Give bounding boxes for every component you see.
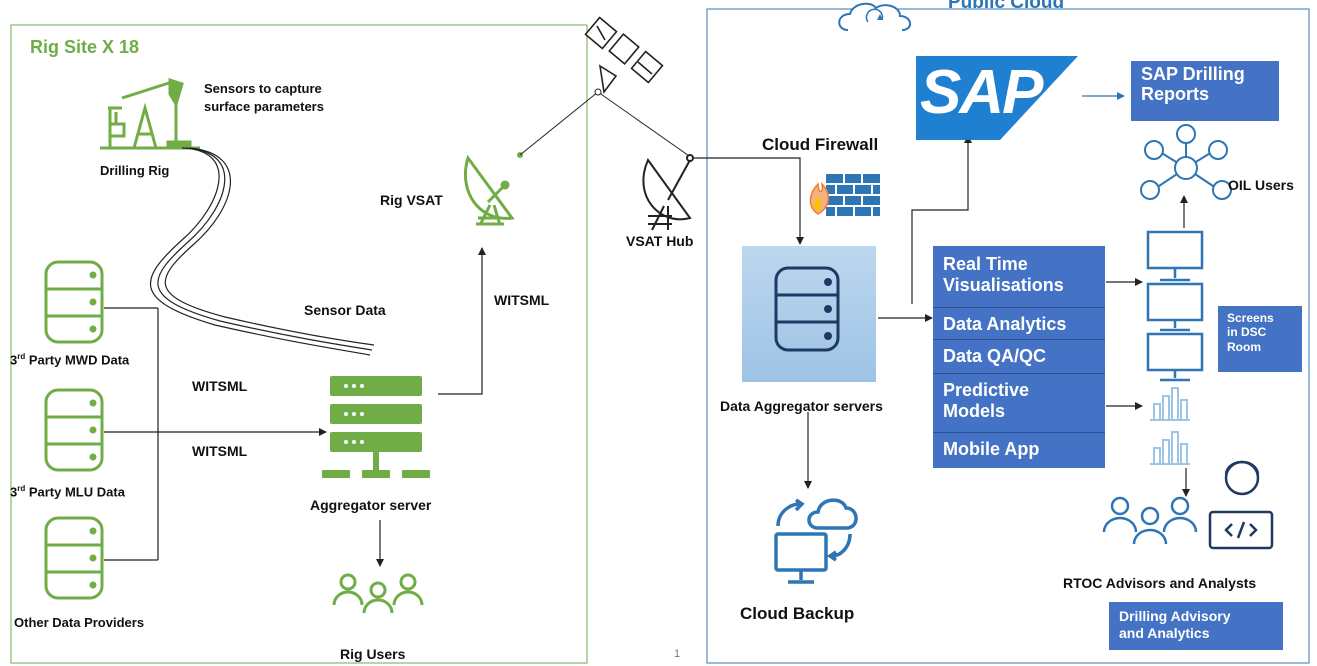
- developer-icon: [1208, 460, 1274, 550]
- rig-users-label: Rig Users: [340, 646, 406, 662]
- data-aggregator-label: Data Aggregator servers: [720, 398, 883, 414]
- mwd-data-label: 3rd Party MWD Data: [10, 352, 130, 368]
- services-menu: Real Time Visualisations Data Analytics …: [933, 246, 1105, 468]
- service-data-qa-qc: Data QA/QC: [933, 339, 1105, 373]
- advisory-line1: Drilling Advisory: [1119, 608, 1231, 624]
- monitor-icon: [1146, 332, 1204, 382]
- users-group-icon: [1102, 496, 1198, 545]
- screens-line1: Screens: [1227, 311, 1274, 325]
- service-data-analytics: Data Analytics: [933, 307, 1105, 339]
- rtoc-label: RTOC Advisors and Analysts: [1063, 575, 1257, 591]
- sap-drilling-reports-box: SAP Drilling Reports: [1131, 61, 1279, 121]
- firewall-icon: [809, 174, 880, 216]
- aggregator-server-label: Aggregator server: [310, 497, 432, 513]
- screens-dsc-room-box: Screens in DSC Room: [1218, 306, 1302, 372]
- network-users-icon: [1140, 124, 1232, 200]
- satellite-dish-icon: [463, 154, 515, 226]
- rig-site-frame: [10, 24, 588, 664]
- advisory-line2: and Analytics: [1119, 624, 1210, 641]
- witsml-label-1: WITSML: [192, 378, 248, 394]
- cloud-firewall-label: Cloud Firewall: [762, 135, 879, 154]
- other-providers-label: Other Data Providers: [14, 615, 145, 630]
- database-icon: [44, 516, 104, 600]
- sensors-note-line1: Sensors to capture: [204, 81, 322, 96]
- monitor-icon: [1146, 282, 1204, 332]
- mlu-data-label: 3rd Party MLU Data: [10, 484, 125, 500]
- public-cloud-title: Public Cloud: [948, 0, 1065, 13]
- services-panel: [933, 246, 1105, 468]
- sap-reports-line2: Reports: [1141, 83, 1210, 104]
- screens-line3: Room: [1227, 339, 1261, 354]
- database-icon: [44, 260, 104, 344]
- drilling-rig-label: Drilling Rig: [100, 163, 170, 178]
- monitor-icon: [1146, 230, 1204, 282]
- satellite-dish-icon: [642, 154, 694, 231]
- database-connectors: [104, 307, 327, 561]
- witsml-uplink-connector: [438, 247, 486, 395]
- server-rack-icon: [322, 376, 430, 478]
- services-to-screens-connectors: [1106, 195, 1190, 497]
- witsml-uplink-label: WITSML: [494, 292, 550, 308]
- witsml-label-2: WITSML: [192, 443, 248, 459]
- bar-chart-icon: [1150, 387, 1190, 421]
- bar-chart-icon: [1150, 431, 1190, 465]
- database-icon: [44, 388, 104, 472]
- page-number: 1: [674, 648, 681, 660]
- rig-vsat-label: Rig VSAT: [380, 192, 443, 208]
- service-real-time-visualisations: Real Time Visualisations: [943, 254, 1064, 295]
- satellite-icon: [584, 16, 664, 95]
- data-aggregator-box: [742, 246, 876, 382]
- sensor-data-label: Sensor Data: [304, 302, 386, 318]
- service-mobile-app: Mobile App: [933, 432, 1105, 468]
- cloud-sync-icon: [838, 2, 911, 31]
- drilling-advisory-box: Drilling Advisory and Analytics: [1109, 602, 1283, 650]
- oil-pumpjack-icon: [100, 77, 200, 150]
- satellite-links: [519, 88, 693, 159]
- vsat-hub-label: VSAT Hub: [626, 233, 694, 249]
- screens-line2: in DSC: [1227, 325, 1267, 340]
- sensors-note-line2: surface parameters: [204, 99, 324, 114]
- sap-reports-line1: SAP Drilling: [1141, 64, 1245, 84]
- public-cloud-frame: [706, 8, 1310, 664]
- sap-logo-text: SAP: [920, 58, 1043, 127]
- users-group-icon: [332, 573, 424, 614]
- rig-site-title: Rig Site X 18: [30, 37, 140, 57]
- aggregator-outbound-connectors: [878, 135, 972, 322]
- sap-logo: [916, 56, 1078, 140]
- service-predictive-models: Predictive Models: [933, 373, 1105, 432]
- hub-to-aggregator-connector: [692, 157, 804, 245]
- cloud-backup-label: Cloud Backup: [740, 604, 855, 623]
- oil-users-label: OIL Users: [1228, 177, 1294, 193]
- sensor-cable: [149, 147, 375, 356]
- cloud-backup-icon: [774, 498, 858, 584]
- database-icon: [774, 266, 840, 352]
